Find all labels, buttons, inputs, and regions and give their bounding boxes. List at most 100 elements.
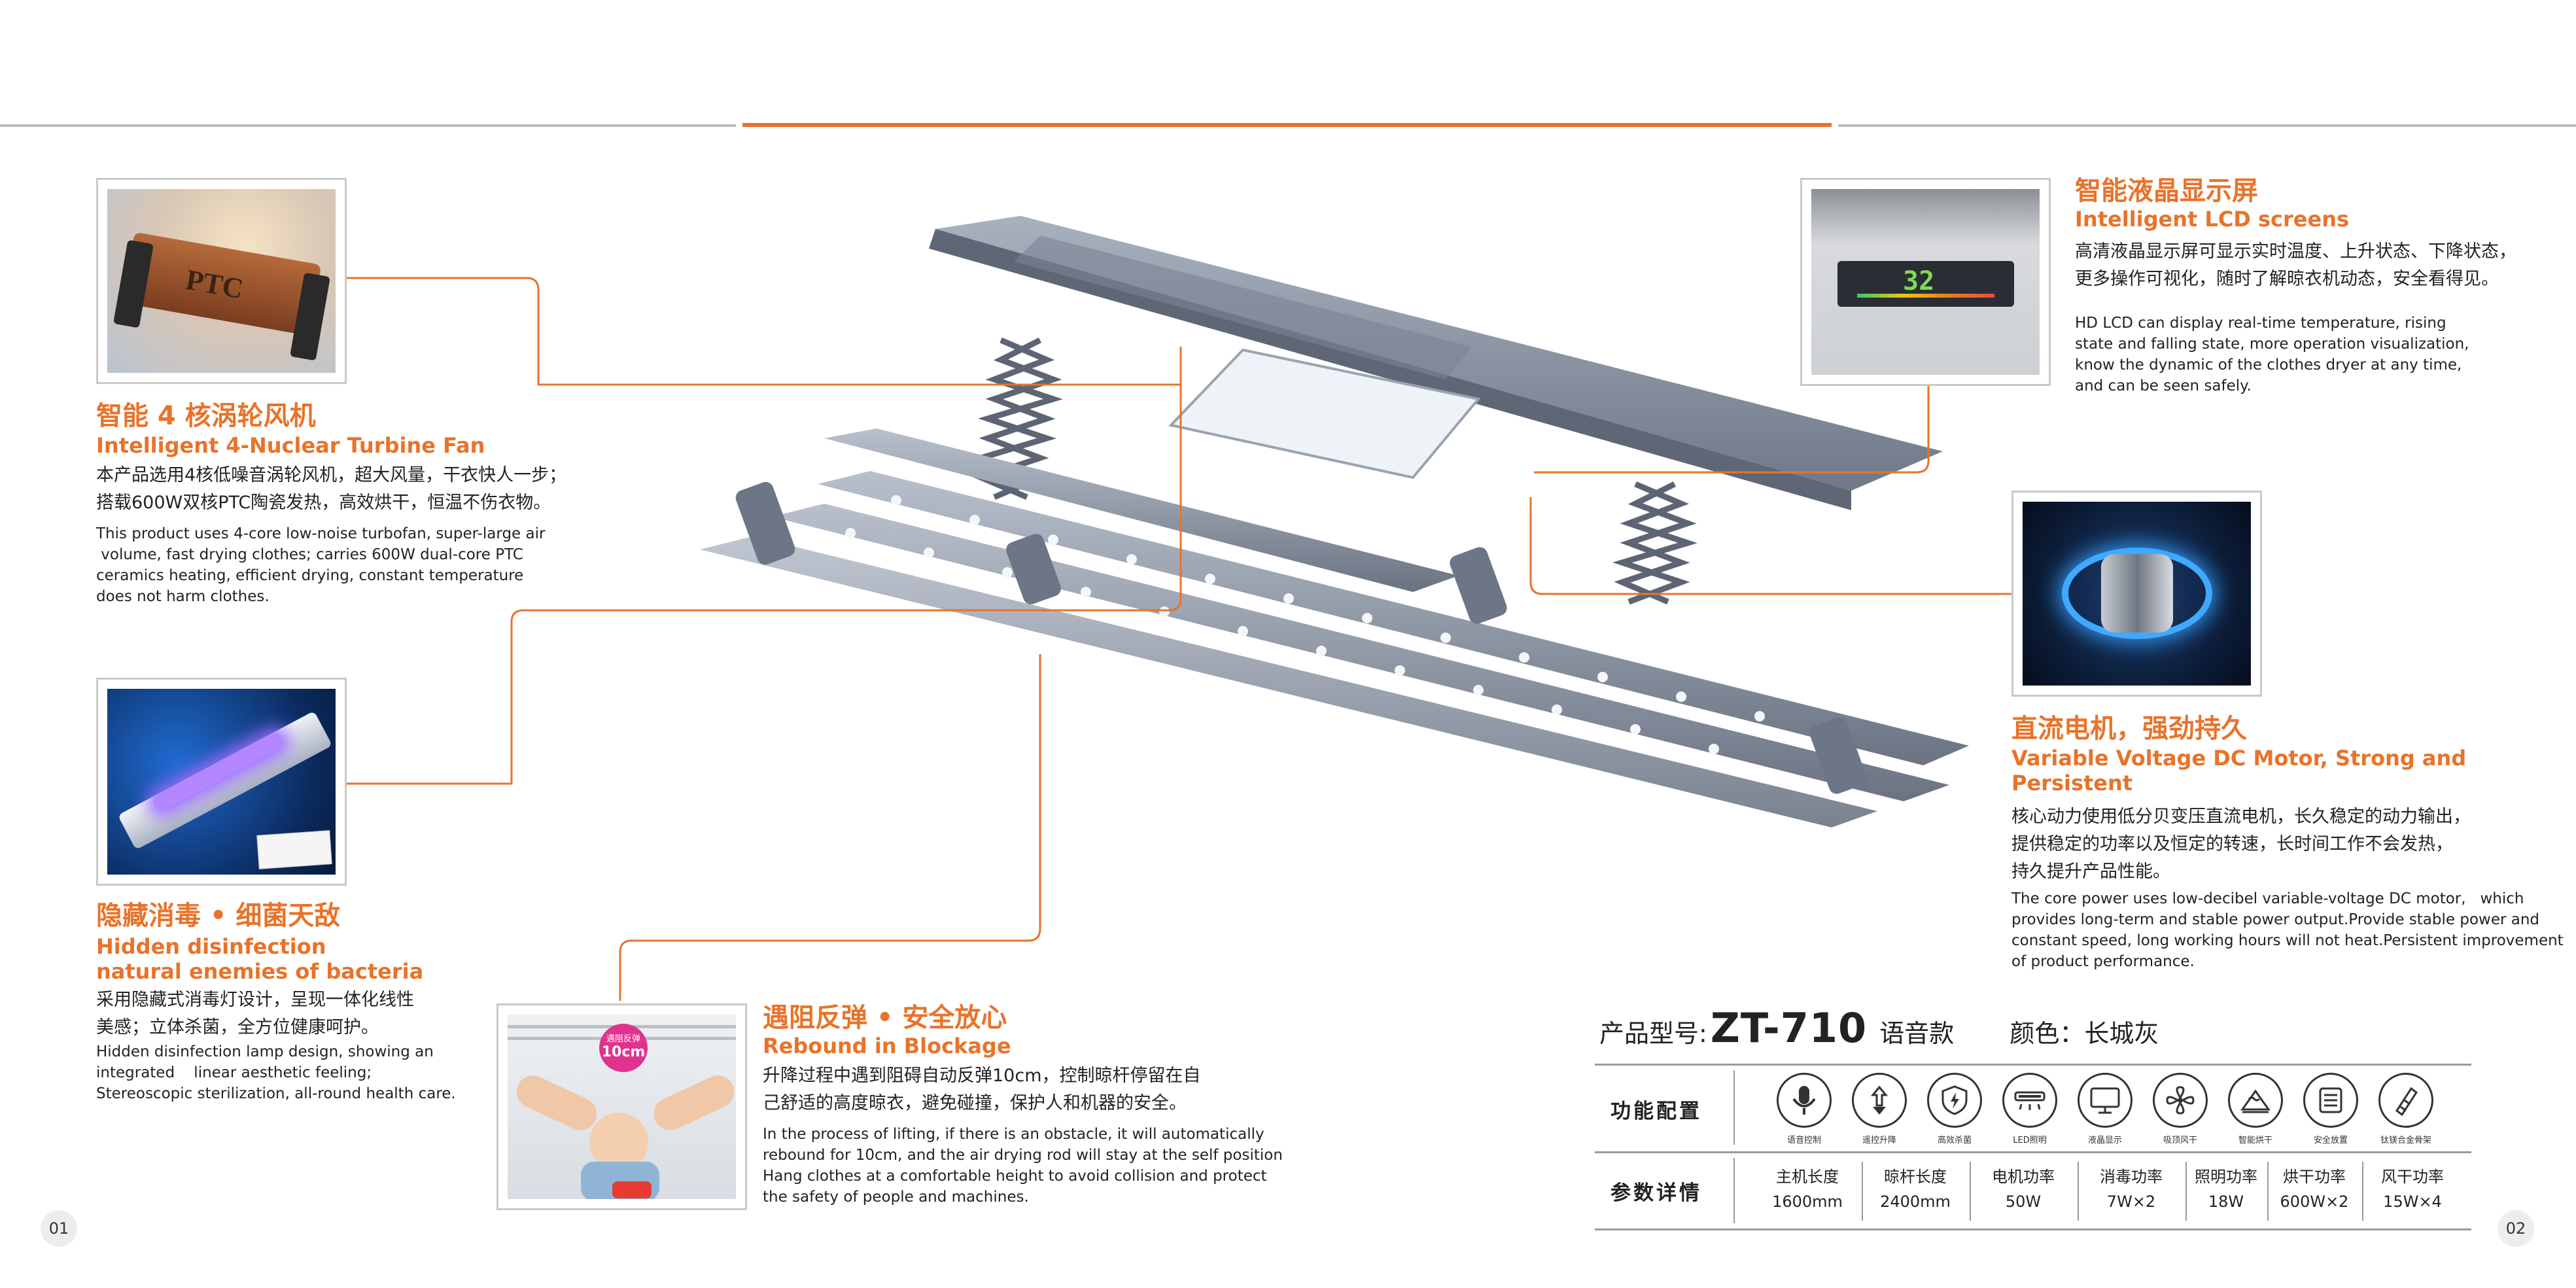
uv-lamp-image (107, 689, 336, 875)
top-rule-left (0, 124, 736, 127)
disinfection-body-cn: 采用隐藏式消毒灯设计，呈现一体化线性 美感；立体杀菌，全方位健康呵护。 (96, 986, 414, 1041)
param-key: 主机长度 (1776, 1168, 1839, 1186)
param-divider (1862, 1162, 1863, 1221)
param-key: 风干功率 (2381, 1168, 2444, 1186)
motor-body-en: The core power uses low-decibel variable… (2011, 888, 2564, 972)
param-key: 晾杆长度 (1884, 1168, 1947, 1186)
fan-body-en: This product uses 4-core low-noise turbo… (96, 523, 545, 607)
rebound-body-en: In the process of lifting, if there is a… (763, 1124, 1283, 1208)
motor-title-en-line: Persistent (2011, 771, 2133, 795)
baby-image: 遇阻反弹 10cm (508, 1015, 736, 1199)
param-divider (2362, 1162, 2363, 1221)
param-value: 18W (2208, 1192, 2244, 1211)
rebound-title-cn: 遇阻反弹 • 安全放心 (763, 1003, 1007, 1033)
motor-glow-ring (2062, 548, 2212, 639)
feature-label: LED照明 (2013, 1136, 2047, 1145)
param-air-dry-power: 风干功率 15W×4 (2363, 1166, 2462, 1213)
disinfection-title-en-line: natural enemies of bacteria (96, 959, 424, 984)
motor-title-cn: 直流电机，强劲持久 (2011, 714, 2247, 744)
feature-sterilization: 高效杀菌 (1919, 1073, 1991, 1145)
lcd-body-en: HD LCD can display real-time temperature… (2075, 313, 2469, 396)
feature-remote-lift: 遥控升降 (1843, 1073, 1915, 1145)
fan-body-en-line: ceramics heating, efficient drying, cons… (96, 567, 524, 584)
disinfection-body-en-line: Stereoscopic sterilization, all-round he… (96, 1085, 456, 1102)
param-key: 消毒功率 (2100, 1168, 2163, 1186)
rebound-badge: 遇阻反弹 10cm (599, 1024, 648, 1072)
spec-divider-params (1733, 1158, 1735, 1223)
lcd-image-frame: 32 (1800, 178, 2051, 386)
feature-label: 液晶显示 (2087, 1136, 2122, 1145)
param-key: 电机功率 (1992, 1168, 2055, 1186)
page-number-left: 01 (41, 1210, 77, 1247)
fan-image-frame: PTC (96, 178, 347, 384)
disinfection-body-cn-line: 采用隐藏式消毒灯设计，呈现一体化线性 (96, 990, 414, 1010)
lcd-body-en-line: HD LCD can display real-time temperature… (2075, 315, 2446, 332)
spec-divider-config (1733, 1070, 1735, 1145)
motor-body-en-line: of product performance. (2011, 953, 2195, 970)
feature-label: 吸顶风干 (2163, 1136, 2197, 1145)
aluminum-icon (2378, 1073, 2433, 1128)
rebound-body-en-line: the safety of people and machines. (763, 1189, 1029, 1206)
param-key: 烘干功率 (2283, 1168, 2346, 1186)
disinfection-body-cn-line: 美感；立体杀菌，全方位健康呵护。 (96, 1017, 379, 1037)
lcd-image: 32 (1811, 189, 2040, 375)
param-heat-dry-power: 烘干功率 600W×2 (2269, 1166, 2360, 1213)
model-label: 产品型号: (1599, 1019, 1707, 1048)
color-label: 颜色：长城灰 (2010, 1019, 2159, 1048)
lcd-body-cn-line: 高清液晶显示屏可显示实时温度、上升状态、下降状态， (2075, 241, 2516, 262)
motor-body-en-line: The core power uses low-decibel variable… (2011, 890, 2524, 907)
motor-title-en-line: Variable Voltage DC Motor, Strong and (2011, 746, 2467, 771)
lamp-label-card (256, 830, 332, 869)
hand-left (511, 1070, 602, 1136)
model-header: 产品型号: ZT-710 语音款 颜色：长城灰 (1599, 1004, 2463, 1052)
param-motor-power: 电机功率 50W (1971, 1166, 2076, 1213)
feature-voice-control: 语音控制 (1768, 1073, 1840, 1145)
feature-label: 智能烘干 (2238, 1136, 2272, 1145)
lcd-temperature: 32 (1903, 266, 1935, 296)
motor-body-cn-line: 提供稳定的功率以及恒定的转速，长时间工作不会发热， (2011, 834, 2453, 854)
feature-heat-dry: 智能烘干 (2219, 1073, 2291, 1145)
disinfection-title-cn: 隐藏消毒 • 细菌天敌 (96, 901, 341, 931)
uv-lamp-body (117, 710, 333, 850)
disinfection-body-en-line: Hidden disinfection lamp design, showing… (96, 1043, 434, 1060)
param-divider (1970, 1162, 1971, 1221)
model-variant: 语音款 (1879, 1019, 1955, 1048)
fan-body-cn-line: 本产品选用4核低噪音涡轮风机，超大风量，干衣快人一步； (96, 465, 567, 485)
hand-right (648, 1070, 736, 1136)
rebound-badge-bottom: 10cm (601, 1044, 646, 1060)
param-value: 600W×2 (2280, 1192, 2349, 1211)
spec-rule-middle (1595, 1151, 2471, 1153)
safety-icon (2303, 1073, 2358, 1128)
param-rod-length: 晾杆长度 2400mm (1863, 1166, 1968, 1213)
feature-led-lighting: LED照明 (1994, 1073, 2066, 1145)
fan-body-en-line: This product uses 4-core low-noise turbo… (96, 525, 546, 542)
fan-title-cn: 智能 4 核涡轮风机 (96, 401, 316, 431)
monitor-icon (2078, 1073, 2132, 1128)
disinfection-body-en: Hidden disinfection lamp design, showing… (96, 1041, 456, 1104)
lcd-panel: 32 (1837, 261, 2014, 307)
shield-icon (1927, 1073, 1982, 1128)
motor-body-cn-line: 持久提升产品性能。 (2011, 862, 2170, 882)
param-value: 50W (2005, 1192, 2042, 1211)
param-value: 2400mm (1880, 1192, 1951, 1211)
feature-label: 安全放置 (2313, 1136, 2348, 1145)
rebound-badge-top: 遇阻反弹 (606, 1034, 640, 1044)
param-divider (2078, 1162, 2079, 1221)
lcd-body-cn: 高清液晶显示屏可显示实时温度、上升状态、下降状态， 更多操作可视化，随时了解晾衣… (2075, 238, 2516, 293)
feature-lcd-display: 液晶显示 (2069, 1073, 2141, 1145)
param-host-length: 主机长度 1600mm (1755, 1166, 1860, 1213)
feature-label: 语音控制 (1786, 1136, 1821, 1145)
param-value: 15W×4 (2383, 1192, 2442, 1211)
lcd-body-en-line: and can be seen safely. (2075, 377, 2252, 394)
params-title: 参数详情 (1610, 1181, 1702, 1205)
lcd-level-bar (1857, 294, 1994, 298)
lcd-body-en-line: know the dynamic of the clothes dryer at… (2075, 357, 2462, 374)
rebound-image-frame: 遇阻反弹 10cm (496, 1003, 747, 1210)
motor-body-cn: 核心动力使用低分贝变压直流电机，长久稳定的动力输出， 提供稳定的功率以及恒定的转… (2011, 803, 2471, 886)
feature-label: 钛镁合金骨架 (2380, 1136, 2431, 1145)
led-light-icon (2002, 1073, 2057, 1128)
motor-title-en: Variable Voltage DC Motor, Strong and Pe… (2011, 746, 2466, 795)
fan-body-en-line: volume, fast drying clothes; carries 600… (96, 546, 523, 563)
spec-rule-bottom (1595, 1228, 2471, 1230)
